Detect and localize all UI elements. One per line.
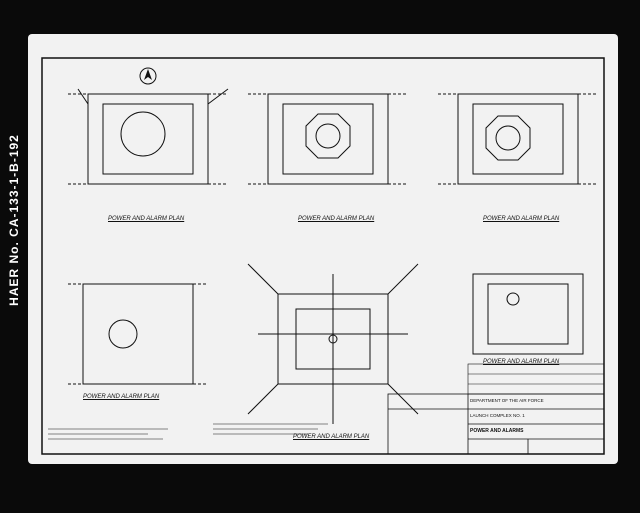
plan-title: POWER AND ALARM PLAN [483,359,560,365]
plan-bottom-right [472,273,584,355]
north-arrow-icon [139,67,157,85]
plan-top-left [68,88,229,185]
plan-bottom-left [68,283,208,385]
title-block-agency: DEPARTMENT OF THE AIR FORCE [470,398,544,403]
sheet-border [41,57,605,455]
haer-number-label: HAER No. CA-133-1-B-192 [4,100,24,340]
title-block-drawing-title: POWER AND ALARMS [470,428,524,434]
revision-table [467,363,605,395]
drawing-sheet: POWER AND ALARM PLAN POWER AND ALARM PLA… [28,34,618,464]
plan-title: POWER AND ALARM PLAN [108,216,185,222]
title-block-subtitle: LAUNCH COMPLEX NO. 1 [470,413,525,418]
drawing-notes [48,423,328,440]
plan-bottom-center [247,263,419,424]
plan-top-right [438,93,598,185]
plan-title: POWER AND ALARM PLAN [298,216,375,222]
engineering-drawing [41,57,605,455]
haer-number-text: HAER No. CA-133-1-B-192 [7,134,22,306]
title-block [387,393,605,455]
plan-top-center [248,93,408,185]
plan-title: POWER AND ALARM PLAN [483,216,560,222]
plan-title: POWER AND ALARM PLAN [83,394,160,400]
plan-title: POWER AND ALARM PLAN [293,434,370,440]
